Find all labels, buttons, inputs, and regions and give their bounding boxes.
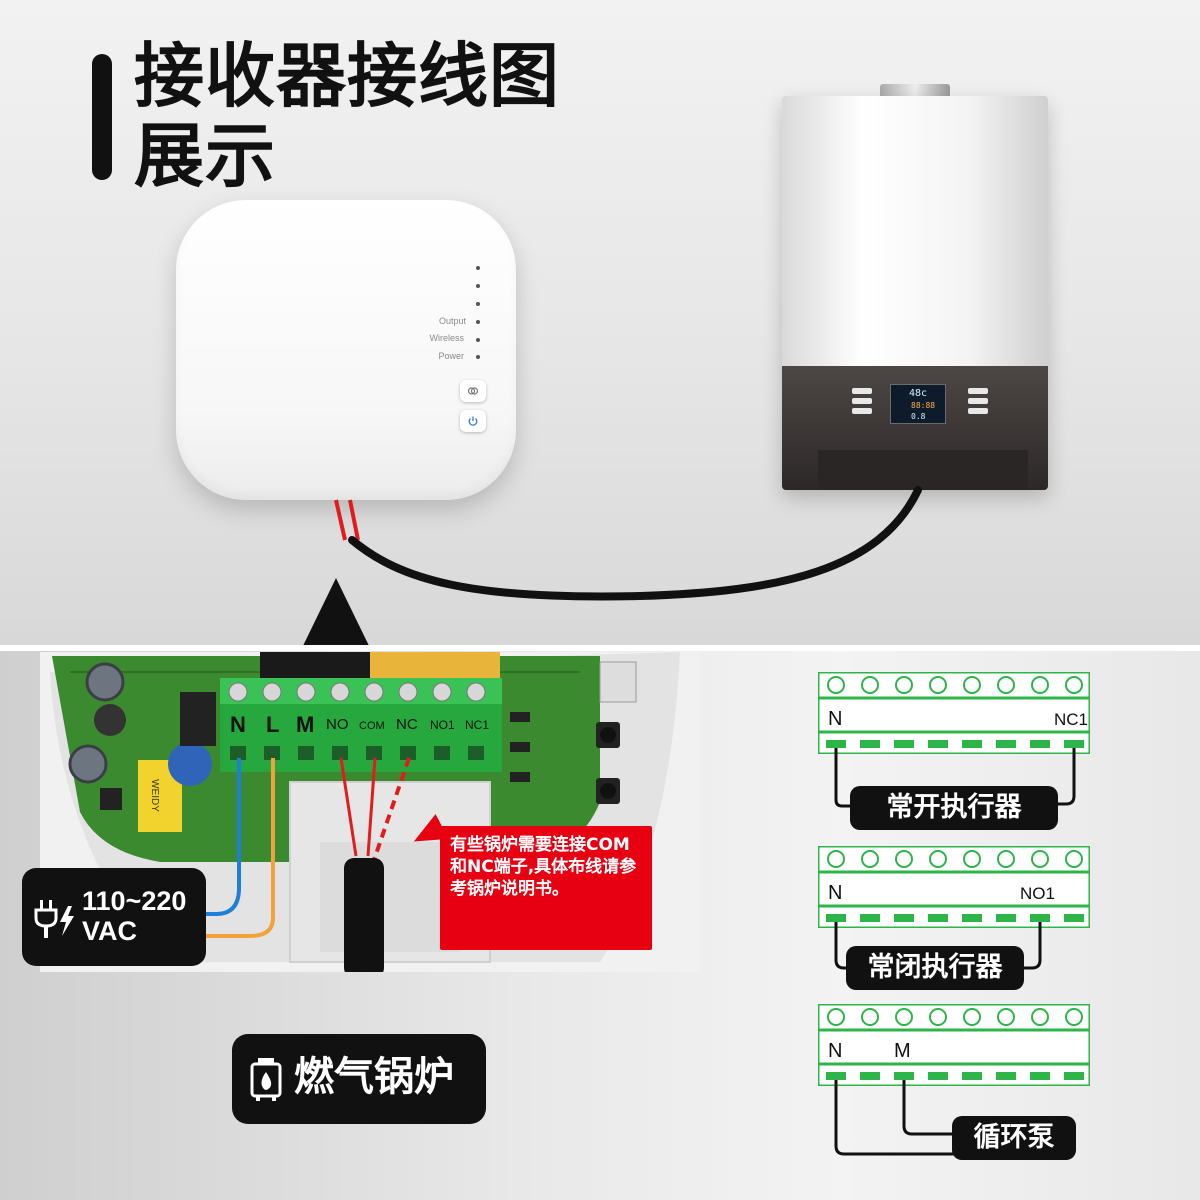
gas-boiler-image: 48c 88:88 0.8 — [782, 96, 1048, 490]
boiler-control-panel: 48c 88:88 0.8 — [782, 366, 1048, 490]
diagram3-right-label: M — [894, 1040, 911, 1062]
receiver-device: Output Wireless Power — [176, 200, 516, 500]
diagram1-caption: 常开执行器 — [850, 786, 1058, 830]
wiring-diagram-1: N NC1 — [816, 670, 1092, 756]
diagram3-wires — [834, 1080, 958, 1156]
boiler-note-callout: 有些锅炉需要连接COM和NC端子,具体布线请参考锅炉说明书。 — [440, 826, 652, 950]
boiler-flame-icon — [250, 1058, 282, 1101]
indicator-led-1 — [476, 266, 480, 270]
diagram2-right-label: NO1 — [1020, 884, 1055, 903]
pcb-label-nc: NC — [396, 716, 418, 733]
pcb-label-l: L — [266, 712, 280, 737]
gas-boiler-label: 燃气锅炉 — [232, 1034, 486, 1124]
plug-lightning-icon — [34, 900, 74, 938]
indicator-led-3 — [476, 302, 480, 306]
power-button[interactable] — [460, 410, 486, 432]
boiler-key — [852, 398, 872, 404]
boiler-flue — [880, 84, 950, 98]
link-icon — [467, 387, 479, 395]
boiler-key — [968, 398, 988, 404]
title-line-2: 展示 — [134, 115, 276, 197]
diagram2-caption: 常闭执行器 — [846, 946, 1024, 990]
indicator-led-output — [476, 320, 480, 324]
power-icon — [468, 416, 478, 426]
boiler-display-temp: 48c — [909, 388, 928, 399]
boiler-key — [968, 408, 988, 414]
pcb-label-n: N — [230, 712, 246, 737]
boiler-display-row3: 0.8 — [911, 412, 926, 421]
indicator-led-power — [476, 355, 480, 359]
section-divider — [0, 645, 1200, 651]
pcb-label-nc1: NC1 — [465, 718, 490, 732]
indicator-led-2 — [476, 284, 480, 288]
power-supply-label: 110~220 VAC — [22, 868, 206, 966]
boiler-key — [968, 388, 988, 394]
pair-button[interactable] — [460, 380, 486, 402]
boiler-lower-cover — [818, 450, 1028, 490]
diagram3-caption: 循环泵 — [952, 1116, 1076, 1160]
diagram2-left-label: N — [828, 882, 843, 904]
capacitor-label: WEIDY — [148, 779, 160, 812]
power-unit: VAC — [82, 916, 138, 946]
indicator-label-power: Power — [438, 351, 464, 361]
gas-boiler-text: 燃气锅炉 — [294, 1054, 454, 1100]
boiler-display: 48c 88:88 0.8 — [890, 384, 946, 424]
diagram1-wires — [834, 748, 1076, 808]
pointer-arrow — [301, 578, 371, 648]
pcb-label-no: NO — [326, 716, 349, 733]
pcb-label-m: M — [296, 712, 315, 737]
diagram1-left-label: N — [828, 708, 843, 730]
page-title: 接收器接线图 展示 — [134, 36, 560, 196]
indicator-led-wireless — [476, 338, 480, 342]
receiver-cable — [301, 486, 922, 648]
diagram3-left-label: N — [828, 1040, 843, 1062]
diagram2-wires — [834, 922, 1042, 970]
power-supply-text: 110~220 VAC — [82, 886, 186, 946]
power-voltage: 110~220 — [82, 886, 187, 916]
boiler-display-row2: 88:88 — [911, 401, 936, 410]
diagram1-right-label: NC1 — [1054, 710, 1089, 729]
terminal-screws — [228, 682, 486, 702]
pcb-label-no1: NO1 — [430, 718, 455, 732]
boiler-key — [852, 408, 872, 414]
indicator-label-wireless: Wireless — [429, 333, 464, 343]
pcb-label-com: COM — [359, 720, 385, 732]
title-accent-bar — [92, 54, 112, 180]
boiler-key — [852, 388, 872, 394]
title-line-1: 接收器接线图 — [134, 35, 560, 117]
indicator-label-output: Output — [438, 316, 466, 326]
wiring-diagram-3: N M — [816, 1002, 1092, 1088]
